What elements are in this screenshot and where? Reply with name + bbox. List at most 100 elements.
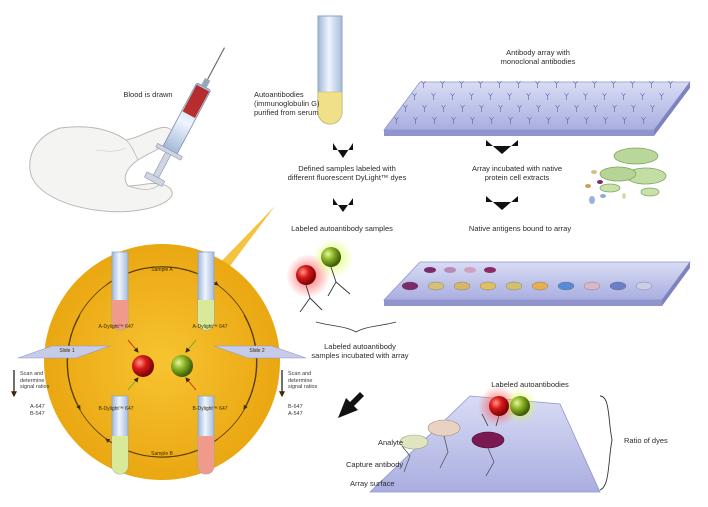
- serum-tube-illustration: [317, 15, 343, 125]
- bound-antigen-spot: [583, 281, 601, 291]
- array-antibody-mark: [412, 92, 417, 100]
- array-antibody-mark: [497, 80, 502, 88]
- array-antibody-mark: [583, 92, 588, 100]
- bound-antigen-spot: [531, 281, 549, 291]
- array-antibody-mark: [630, 80, 635, 88]
- array-antibody-mark: [413, 116, 418, 124]
- tube-top-left: [111, 251, 129, 331]
- array-antibody-mark: [451, 116, 456, 124]
- bound-antigen-spot: [505, 281, 523, 291]
- labeled-autoantibody-balls: [286, 238, 353, 313]
- tube-top-right: [197, 251, 215, 331]
- array-antibody-mark: [564, 92, 569, 100]
- array-antibody-mark: [450, 92, 455, 100]
- array-antibody-mark: [469, 92, 474, 100]
- label-slide-2: Slide 2: [249, 348, 265, 354]
- array-antibody-mark: [650, 104, 655, 112]
- label-tube-bottom-left: B-Dylight™ 647: [98, 406, 134, 412]
- label-autoantibodies: Autoantibodies (immunoglobulin G) purifi…: [254, 90, 320, 117]
- array-antibody-mark: [432, 116, 437, 124]
- array-antibody-mark: [592, 80, 597, 88]
- array-antibody-mark: [489, 116, 494, 124]
- array-antibody-mark: [526, 92, 531, 100]
- array-surface-illustration: [369, 386, 601, 493]
- array-antibody-mark: [602, 92, 607, 100]
- label-labeled-incubated: Labeled autoantibody samples incubated w…: [311, 342, 409, 360]
- bound-antigen-spot: [479, 281, 497, 291]
- array-antibody-mark: [554, 80, 559, 88]
- array-antibody-mark: [611, 80, 616, 88]
- label-sample-a: Sample A: [151, 267, 173, 273]
- bound-antigen-spot: [464, 267, 476, 273]
- merge-brace: [315, 321, 397, 333]
- array-antibody-mark: [659, 92, 664, 100]
- label-blood-drawn: Blood is drawn: [123, 90, 173, 99]
- array-antibody-mark: [555, 104, 560, 112]
- bound-antigen-spot: [453, 281, 471, 291]
- array-antibody-mark: [394, 116, 399, 124]
- bound-antigen-spot: [635, 281, 653, 291]
- array-antibody-mark: [649, 80, 654, 88]
- label-sample-b: Sample B: [151, 451, 173, 457]
- bound-antigen-spot: [444, 267, 456, 273]
- label-analyte: Analyte: [378, 438, 404, 447]
- array-antibody-mark: [403, 104, 408, 112]
- label-labeled-samples: Labeled autoantibody samples: [291, 224, 393, 233]
- label-native-antigens: Native antigens bound to array: [468, 224, 572, 233]
- array-antibody-mark: [508, 116, 513, 124]
- slide-2: [213, 345, 307, 359]
- antigen-bound-array-illustration: [383, 261, 691, 306]
- label-scan-left: Scan and determine signal ratios: [20, 371, 50, 390]
- array-antibody-mark: [603, 116, 608, 124]
- array-antibody-mark: [584, 116, 589, 124]
- bound-antigen-spot: [427, 281, 445, 291]
- hand-holding-syringe-illustration: [29, 126, 174, 213]
- bound-antigen-spot: [484, 267, 496, 273]
- array-antibody-mark: [478, 80, 483, 88]
- array-antibody-mark: [622, 116, 627, 124]
- bound-antigen-spot: [557, 281, 575, 291]
- array-antibody-mark: [640, 92, 645, 100]
- dye-swap-circle-detail: [17, 244, 307, 480]
- array-antibody-mark: [545, 92, 550, 100]
- arrow-diagonal: [338, 392, 364, 418]
- array-antibody-mark: [641, 116, 646, 124]
- bound-antigen-spot: [401, 281, 419, 291]
- array-antibody-mark: [631, 104, 636, 112]
- label-tube-top-left: A-Dylight™ 647: [98, 324, 134, 330]
- array-antibody-mark: [498, 104, 503, 112]
- label-labeled-autoantibodies: Labeled autoantibodies: [491, 380, 569, 389]
- bound-antigen-spot: [424, 267, 436, 273]
- array-antibody-mark: [440, 80, 445, 88]
- arrow-down-4: [486, 196, 518, 210]
- slide-1: [17, 345, 111, 359]
- array-antibody-mark: [441, 104, 446, 112]
- array-antibody-mark: [574, 104, 579, 112]
- array-antibody-mark: [593, 104, 598, 112]
- green-dye-ball: [171, 355, 193, 377]
- array-antibody-mark: [621, 92, 626, 100]
- array-antibody-mark: [431, 92, 436, 100]
- flow-arrows: [333, 140, 518, 418]
- array-antibody-mark: [488, 92, 493, 100]
- array-antibody-mark: [470, 116, 475, 124]
- array-antibody-mark: [422, 104, 427, 112]
- label-tube-bottom-right: B-Dylight™ 647: [192, 406, 228, 412]
- label-slide-1: Slide 1: [59, 348, 75, 354]
- ratio-brace: [599, 395, 613, 491]
- array-antibody-mark: [527, 116, 532, 124]
- array-antibody-mark: [536, 104, 541, 112]
- array-antibody-mark: [516, 80, 521, 88]
- array-antibody-mark: [459, 80, 464, 88]
- label-array-surface: Array surface: [350, 479, 395, 488]
- red-dye-ball: [132, 355, 154, 377]
- arrow-down-3: [333, 198, 353, 212]
- label-capture-antibody: Capture antibody: [346, 460, 404, 469]
- array-antibody-mark: [507, 92, 512, 100]
- label-ratio-left: A-647 B-547: [30, 404, 45, 417]
- array-antibody-mark: [612, 104, 617, 112]
- label-scan-right: Scan and determine signal ratios: [288, 371, 318, 390]
- protein-cell-extracts-illustration: [585, 147, 667, 204]
- antibody-array-illustration: [383, 80, 691, 136]
- label-defined-samples: Defined samples labeled with different f…: [287, 164, 407, 182]
